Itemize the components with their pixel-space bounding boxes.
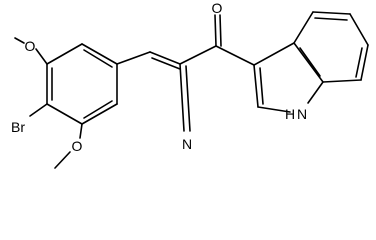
bond [259,67,264,105]
bond [253,64,259,108]
molecule-structure: O Br O N O H N [11,0,369,169]
bond [214,14,217,47]
bond [83,49,113,68]
bond [349,13,369,46]
atom-label-bromine: Br [11,119,25,135]
bond [307,81,324,104]
bond [81,103,118,125]
bond [355,47,363,78]
atom-label-oxygen-methoxy-bottom: O [72,138,83,154]
bonds [14,11,369,169]
atom-label-indole-hydrogen: H [285,106,295,122]
bond [314,17,348,21]
bond [29,103,48,117]
bond [299,47,321,77]
bond [151,57,181,70]
bond [215,45,255,66]
bond [79,123,83,139]
bond [149,51,181,65]
bond [179,45,217,65]
bond [46,43,83,65]
bond [185,65,191,132]
bond [14,37,25,44]
atom-label-oxygen-methoxy-top: O [25,38,36,54]
bond [54,151,71,169]
bond [46,103,83,125]
bond [257,106,291,113]
bond [81,43,118,65]
bond [293,11,314,44]
bond [293,42,324,83]
bond [179,63,185,132]
bond [322,79,362,83]
bond [312,11,351,15]
bond [35,48,48,65]
structure-canvas: O Br O N O H N [11,0,369,169]
bond [219,14,222,47]
atom-label-carbonyl-oxygen: O [212,0,223,16]
atom-label-indole-nitrogen: N [297,106,307,122]
atom-labels: O Br O N O H N [11,0,307,154]
bond [83,100,113,119]
bond [253,42,295,66]
bond [360,44,369,81]
atom-label-nitrile-nitrogen: N [182,136,192,152]
bond [116,51,151,65]
